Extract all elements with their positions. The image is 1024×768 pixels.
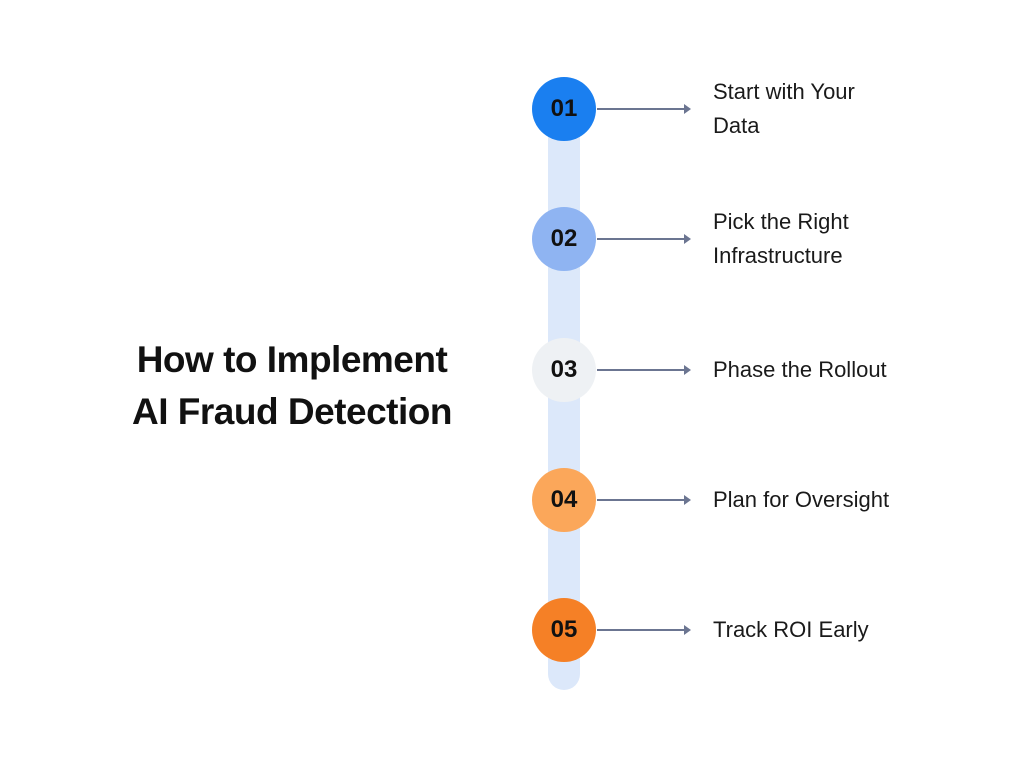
title-line-1: How to Implement bbox=[136, 339, 448, 380]
step-label: Plan for Oversight bbox=[713, 487, 890, 512]
arrow-icon bbox=[597, 625, 691, 635]
arrow-icon bbox=[597, 365, 691, 375]
step-label: Phase the Rollout bbox=[713, 357, 887, 382]
arrow-icon bbox=[597, 495, 691, 505]
title-line-2: AI Fraud Detection bbox=[132, 391, 452, 432]
arrow-icon bbox=[597, 104, 691, 114]
step-number-badge: 04 bbox=[532, 468, 596, 532]
arrow-icon bbox=[597, 234, 691, 244]
step-number-badge: 01 bbox=[532, 77, 596, 141]
diagram-title: How to Implement AI Fraud Detection bbox=[80, 334, 504, 438]
step-number-badge: 05 bbox=[532, 598, 596, 662]
step-number-badge: 02 bbox=[532, 207, 596, 271]
step-number-badge: 03 bbox=[532, 338, 596, 402]
step-label: Track ROI Early bbox=[713, 617, 869, 642]
